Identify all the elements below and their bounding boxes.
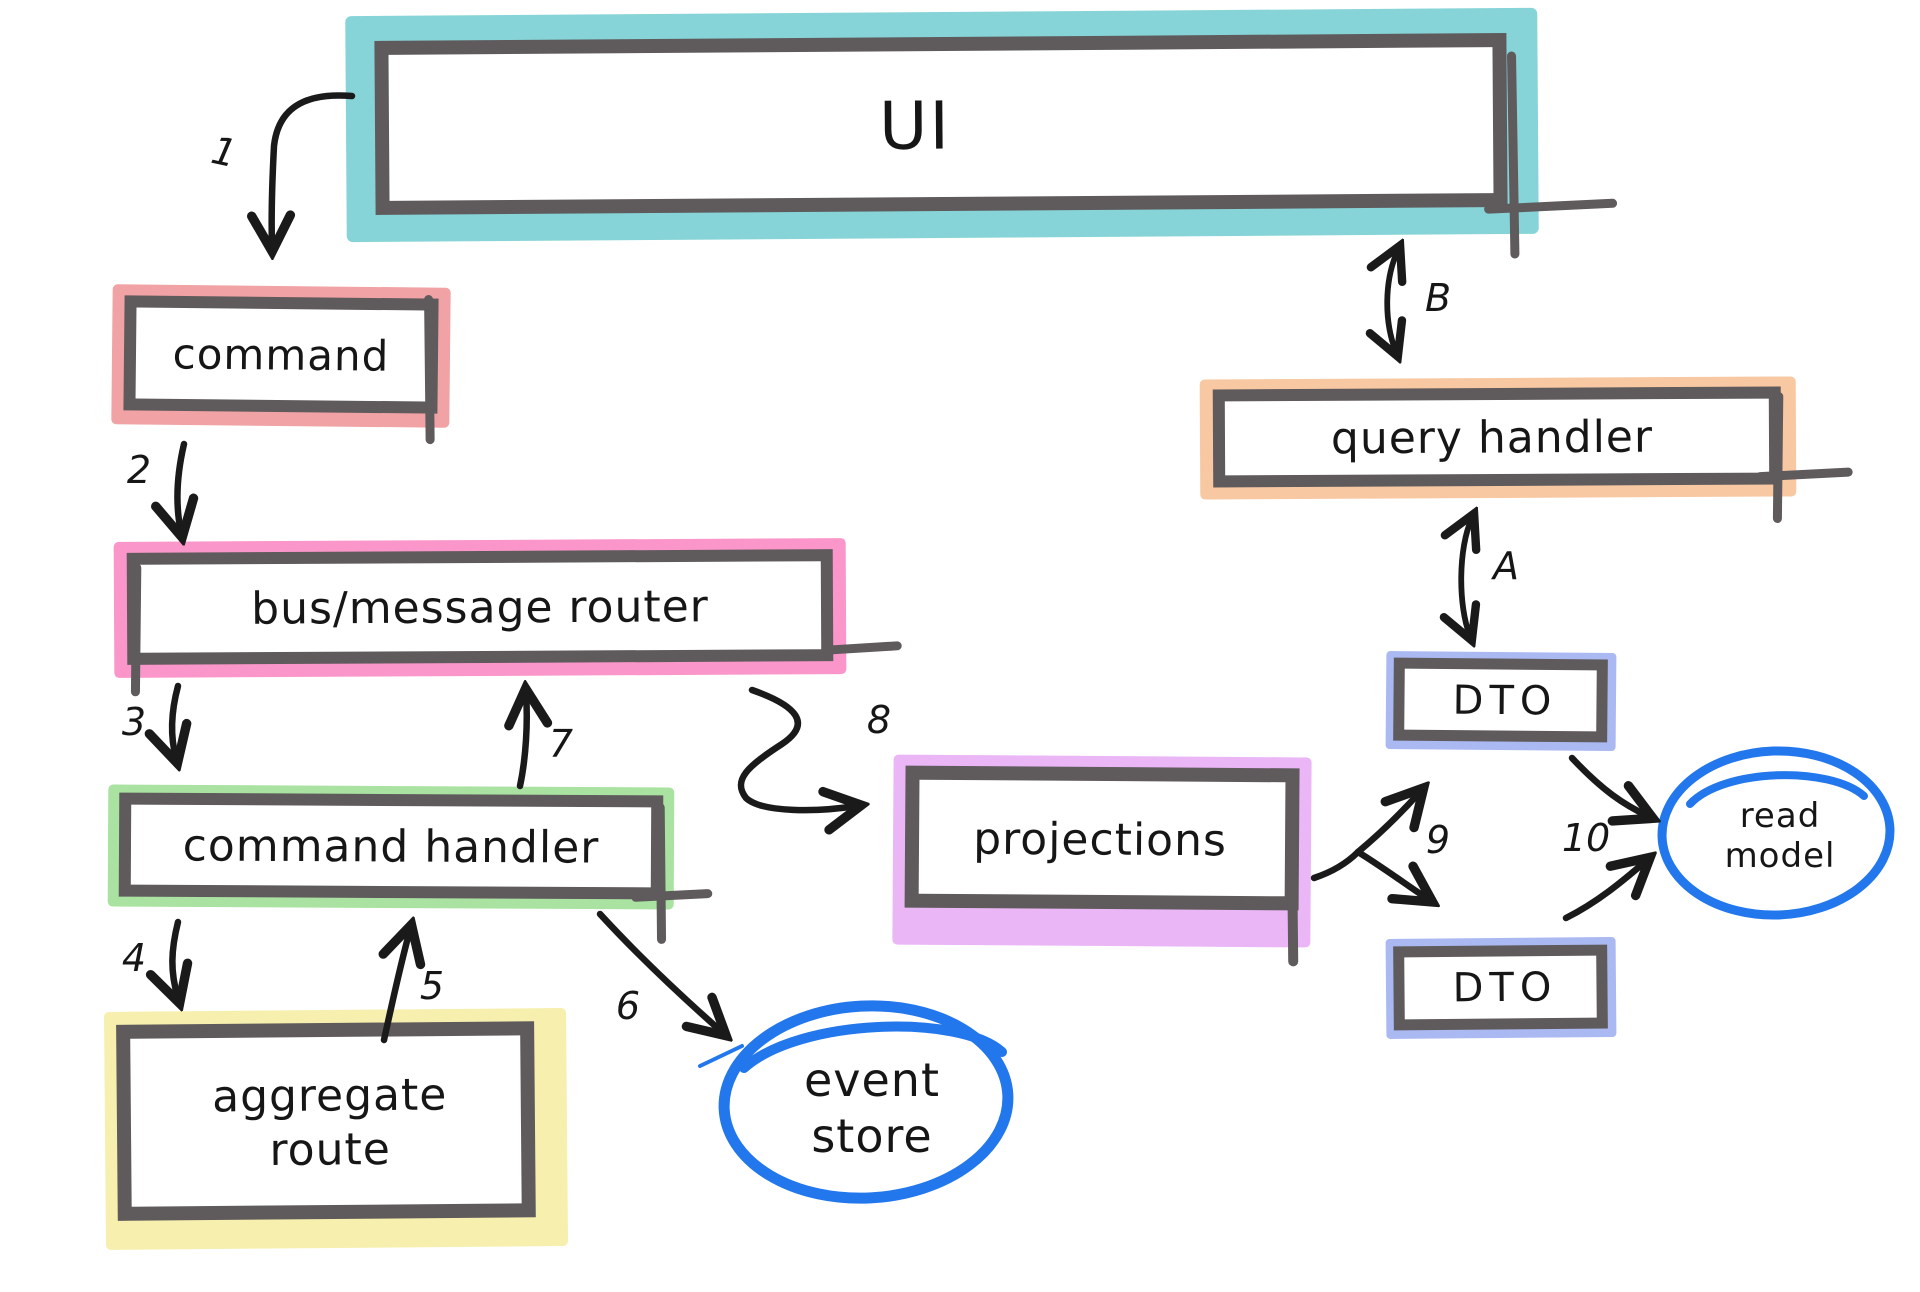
sketch-accent [424,295,435,445]
arrow-label-6: 6 [616,984,640,1028]
sketch-accent [631,889,713,902]
aggregate-route-box-inner [116,1021,536,1221]
arrow-8-bus-to-projections [737,686,856,810]
arrow-7-command-handler-to-bus [520,694,527,790]
arrow-9-to-dto-upper [1354,792,1420,856]
sketch-accent [1755,467,1853,482]
dto-lower-box-inner [1393,944,1608,1031]
read-model-label-line1: read [1740,796,1821,836]
arrow-b-ui-query-handler [1387,250,1398,352]
dto-upper-box-inner [1393,657,1608,743]
projections-node: projections [892,754,1312,967]
arrow-label-7: 7 [549,722,573,766]
arrow-5-aggregate-to-command-handler [384,930,410,1044]
arrow-9-stem [1310,848,1362,882]
arrow-a-query-handler-dto [1461,518,1472,636]
arrow-label-4: 4 [122,936,146,980]
dto-lower-label: DTO [1452,965,1557,1012]
arrow-label-a: A [1490,544,1519,588]
arrow-1-ui-to-command [272,92,356,246]
read-model-label-line2: model [1725,836,1836,876]
arrow-label-5: 5 [420,964,444,1008]
read-model-inner-stroke [1686,771,1868,808]
sketch-accent [821,641,902,655]
arrow-label-2: 2 [127,448,151,492]
event-store-label-line1: event [804,1053,940,1107]
sketch-accent [1484,198,1618,214]
query-handler-label: query handler [1331,412,1653,465]
ui-label: UI [879,87,951,164]
sketch-accent [130,563,142,697]
arrow-label-9: 9 [1426,818,1450,862]
sketch-accent [1286,786,1299,967]
sketch-accent [1507,51,1520,259]
read-model-node: read model [1657,746,1895,920]
bus-message-router-node: bus/message router [113,538,902,697]
ui-box-inner [374,33,1508,215]
event-store-label-line2: store [811,1109,932,1163]
aggregate-route-label-line1: aggregate [212,1069,448,1122]
arrow-4-command-handler-to-aggregate [172,918,178,998]
bus-label: bus/message router [251,581,709,634]
arrow-label-1: 1 [208,128,241,176]
sketch-accent [655,802,667,944]
arrows [172,92,1648,1044]
dto-lower-node: DTO [1385,937,1617,1039]
arrow-9-to-dto-lower [1354,848,1428,899]
arrow-labels: 1 2 3 4 5 6 7 8 9 10 A B [122,128,1610,1028]
sketch-accent [698,1044,744,1068]
aggregate-route-label-line2: route [269,1124,391,1176]
command-label: command [172,329,389,380]
sketch-accent [1772,392,1784,524]
event-store-node: event store [698,1000,1014,1204]
arrow-label-8: 8 [867,698,891,742]
projections-label: projections [973,814,1227,867]
arrow-10-dto-lower-to-read-model [1562,861,1646,922]
event-store-inner-stroke [739,1021,1007,1073]
dto-upper-label: DTO [1452,678,1557,725]
arrow-10-dto-upper-to-read-model [1568,754,1648,816]
ui-node: UI [345,7,1618,259]
command-handler-label: command handler [183,820,600,873]
command-node: command [111,284,451,445]
dto-upper-node: DTO [1385,651,1617,751]
arrow-label-10: 10 [1562,816,1610,860]
query-handler-node: query handler [1199,376,1853,524]
arrow-label-3: 3 [122,700,146,744]
event-store-circle [718,1000,1014,1204]
command-handler-node: command handler [107,784,713,944]
arrow-6-command-handler-to-event-store [596,910,722,1032]
arrow-2-command-to-bus [177,440,184,532]
read-model-circle [1657,746,1895,920]
arrow-3-bus-to-command-handler [172,682,178,758]
arrow-label-b: B [1425,276,1451,320]
aggregate-route-node: aggregate route [104,1007,568,1250]
